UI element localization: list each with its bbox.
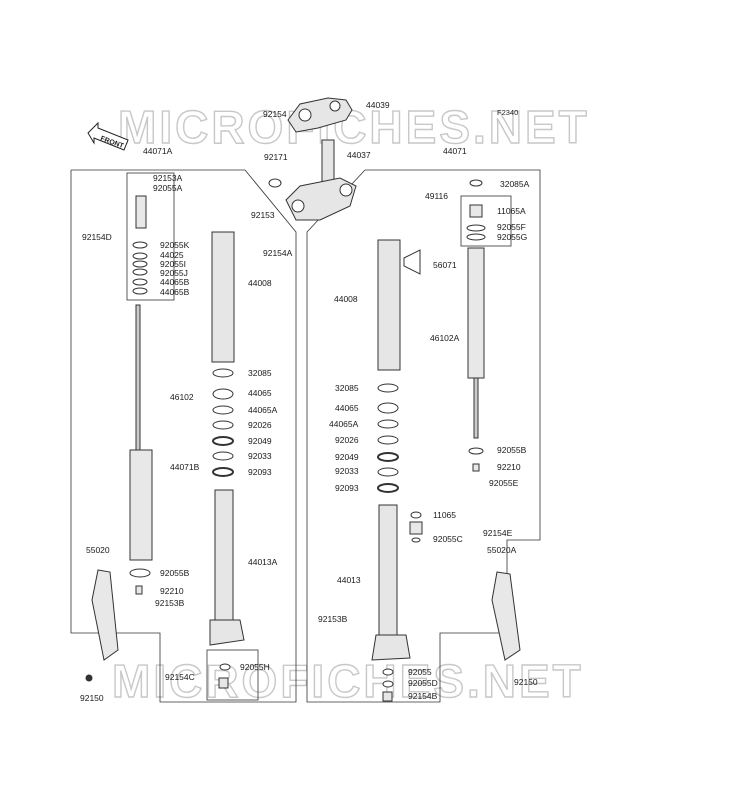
label-44065-left: 44065 [248, 388, 272, 398]
label-44013: 44013 [337, 575, 361, 585]
top-clamp [287, 97, 353, 133]
label-92055-right: 92055 [408, 667, 432, 677]
label-44071: 44071 [443, 146, 467, 156]
label-92210-left: 92210 [160, 586, 184, 596]
label-44071b: 44071B [170, 462, 200, 472]
label-32085: 32085 [248, 368, 272, 378]
label-92150-left: 92150 [80, 693, 104, 703]
label-44065-right: 44065 [335, 403, 359, 413]
label-44071a: 44071A [143, 146, 173, 156]
part-92171 [268, 178, 282, 188]
label-92210-right: 92210 [497, 462, 521, 472]
label-92055e: 92055E [489, 478, 519, 488]
watermark-top: MICROFICHES.NET [118, 101, 590, 153]
left-tube [209, 231, 245, 689]
label-92033-right: 92033 [335, 466, 359, 476]
label-92026-left: 92026 [248, 420, 272, 430]
label-44039: 44039 [366, 100, 390, 110]
label-92049-left: 92049 [248, 436, 272, 446]
label-49116: 49116 [425, 191, 448, 201]
right-cartridge [409, 179, 521, 661]
label-44065a-right: 44065A [329, 419, 359, 429]
label-92154a: 92154A [263, 248, 293, 258]
label-92154e: 92154E [483, 528, 513, 538]
label-44065a-left: 44065A [248, 405, 278, 415]
label-92153: 92153 [251, 210, 275, 220]
label-92055h: 92055H [240, 662, 270, 672]
label-92150-right: 92150 [514, 677, 538, 687]
right-tube [371, 239, 421, 702]
label-44065b-2: 44065B [160, 287, 190, 297]
label-92055b-left: 92055B [160, 568, 190, 578]
label-46102a: 46102A [430, 333, 460, 343]
label-92055k: 92055K [160, 240, 190, 250]
label-46102: 46102 [170, 392, 194, 402]
label-92055b-right: 92055B [497, 445, 527, 455]
label-92055a: 92055A [153, 183, 183, 193]
label-55020: 55020 [86, 545, 110, 555]
label-32085a: 32085A [500, 179, 530, 189]
label-92049-right: 92049 [335, 452, 359, 462]
watermark-bottom: MICROFICHES.NET [112, 655, 584, 707]
label-44025: 44025 [160, 250, 184, 260]
label-11065a: 11065A [497, 206, 526, 216]
left-fork-parts [85, 195, 153, 682]
label-92093-right: 92093 [335, 483, 359, 493]
label-92055i: 92055I [160, 259, 186, 269]
label-11065: 11065 [433, 510, 456, 520]
label-92154c: 92154C [165, 672, 195, 682]
label-92055d: 92055D [408, 678, 438, 688]
label-44008-right: 44008 [334, 294, 358, 304]
part-labels: 44039 92154 44037 92171 92153 92154A 440… [80, 100, 538, 703]
label-92171: 92171 [264, 152, 288, 162]
label-92055j: 92055J [160, 268, 188, 278]
label-92055c: 92055C [433, 534, 463, 544]
label-92033-left: 92033 [248, 451, 272, 461]
steering-stem [285, 139, 357, 221]
label-44065b: 44065B [160, 277, 190, 287]
label-55020a: 55020A [487, 545, 517, 555]
label-44037: 44037 [347, 150, 371, 160]
label-92153b-left: 92153B [155, 598, 185, 608]
label-92154: 92154 [263, 109, 287, 119]
label-44008-left: 44008 [248, 278, 272, 288]
label-92093-left: 92093 [248, 467, 272, 477]
label-92153b-right: 92153B [318, 614, 348, 624]
group-outlines [70, 169, 541, 703]
label-92026-right: 92026 [335, 435, 359, 445]
label-56071: 56071 [433, 260, 457, 270]
figure-code: F2340 [497, 108, 518, 117]
label-92055g: 92055G [497, 232, 527, 242]
label-32085-right: 32085 [335, 383, 359, 393]
label-92153a: 92153A [153, 173, 183, 183]
label-92154b: 92154B [408, 691, 438, 701]
label-92055f: 92055F [497, 222, 526, 232]
label-44013a: 44013A [248, 557, 278, 567]
label-92154d: 92154D [82, 232, 112, 242]
